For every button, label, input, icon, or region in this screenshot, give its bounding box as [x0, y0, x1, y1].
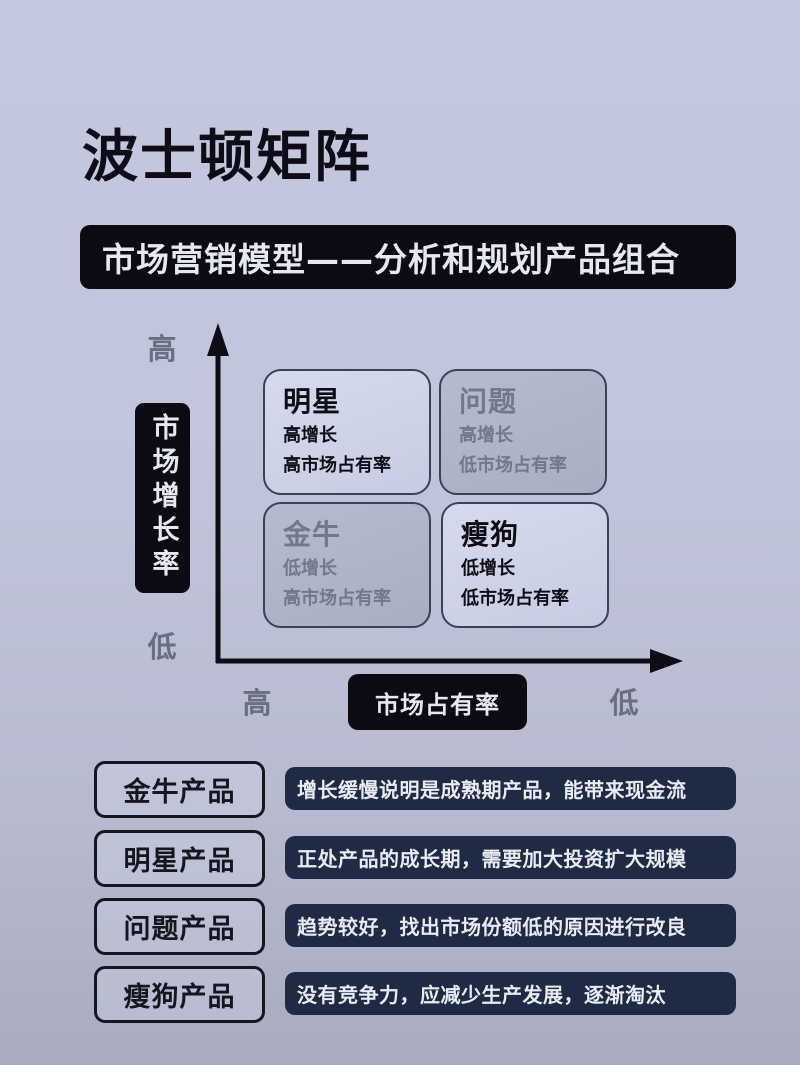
legend-description-text: 没有竞争力，应减少生产发展，逐渐淘汰: [297, 983, 666, 1007]
quadrant-share: 低市场占有率: [461, 588, 569, 609]
quadrant-cash-cow: 金牛 低增长 高市场占有率: [263, 502, 431, 628]
y-axis-label-pill: 市场增长率: [135, 403, 190, 593]
legend-label-text: 问题产品: [123, 914, 236, 945]
subtitle-text: 市场营销模型——分析和规划产品组合: [102, 240, 680, 279]
y-axis-label: 市场增长率: [147, 413, 179, 583]
legend-description-text: 增长缓慢说明是成熟期产品，能带来现金流: [297, 778, 687, 802]
quadrant-star: 明星 高增长 高市场占有率: [263, 369, 431, 495]
legend-label-dog: 瘦狗产品: [94, 966, 265, 1023]
quadrant-name: 明星: [283, 385, 342, 418]
y-axis-arrow-icon: [207, 323, 229, 663]
x-axis-label-pill: 市场占有率: [348, 674, 527, 730]
page-title: 波士顿矩阵: [82, 125, 372, 190]
legend-label-star: 明星产品: [94, 830, 265, 887]
y-axis-low-label: 低: [147, 630, 177, 664]
legend-description-text: 正处产品的成长期，需要加大投资扩大规模: [297, 847, 687, 871]
legend-label-text: 明星产品: [123, 846, 236, 877]
legend-label-text: 金牛产品: [123, 777, 236, 808]
quadrant-dog: 瘦狗 低增长 低市场占有率: [441, 502, 609, 628]
quadrant-growth: 低增长: [461, 558, 515, 579]
x-axis-label: 市场占有率: [375, 690, 500, 719]
quadrant-growth: 高增长: [283, 425, 337, 446]
legend-label-text: 瘦狗产品: [123, 982, 236, 1013]
quadrant-share: 低市场占有率: [459, 455, 567, 476]
legend-description-question: 趋势较好，找出市场份额低的原因进行改良: [285, 904, 736, 947]
quadrant-share: 高市场占有率: [283, 455, 391, 476]
subtitle-band: 市场营销模型——分析和规划产品组合: [80, 225, 736, 289]
quadrant-share: 高市场占有率: [283, 588, 391, 609]
quadrant-growth: 高增长: [459, 425, 513, 446]
y-axis-high-label: 高: [147, 332, 177, 366]
x-axis-high-label: 高: [242, 686, 272, 720]
legend-description-star: 正处产品的成长期，需要加大投资扩大规模: [285, 836, 736, 879]
legend-description-text: 趋势较好，找出市场份额低的原因进行改良: [297, 915, 687, 939]
quadrant-name: 问题: [459, 385, 518, 418]
legend-label-question: 问题产品: [94, 898, 265, 955]
legend-description-cash-cow: 增长缓慢说明是成熟期产品，能带来现金流: [285, 767, 736, 810]
legend-label-cash-cow: 金牛产品: [94, 761, 265, 818]
legend-description-dog: 没有竞争力，应减少生产发展，逐渐淘汰: [285, 972, 736, 1015]
quadrant-name: 瘦狗: [461, 518, 520, 551]
quadrant-question: 问题 高增长 低市场占有率: [439, 369, 607, 495]
x-axis-arrow-icon: [216, 649, 683, 673]
quadrant-growth: 低增长: [283, 558, 337, 579]
x-axis-low-label: 低: [609, 686, 639, 720]
quadrant-name: 金牛: [283, 518, 342, 551]
